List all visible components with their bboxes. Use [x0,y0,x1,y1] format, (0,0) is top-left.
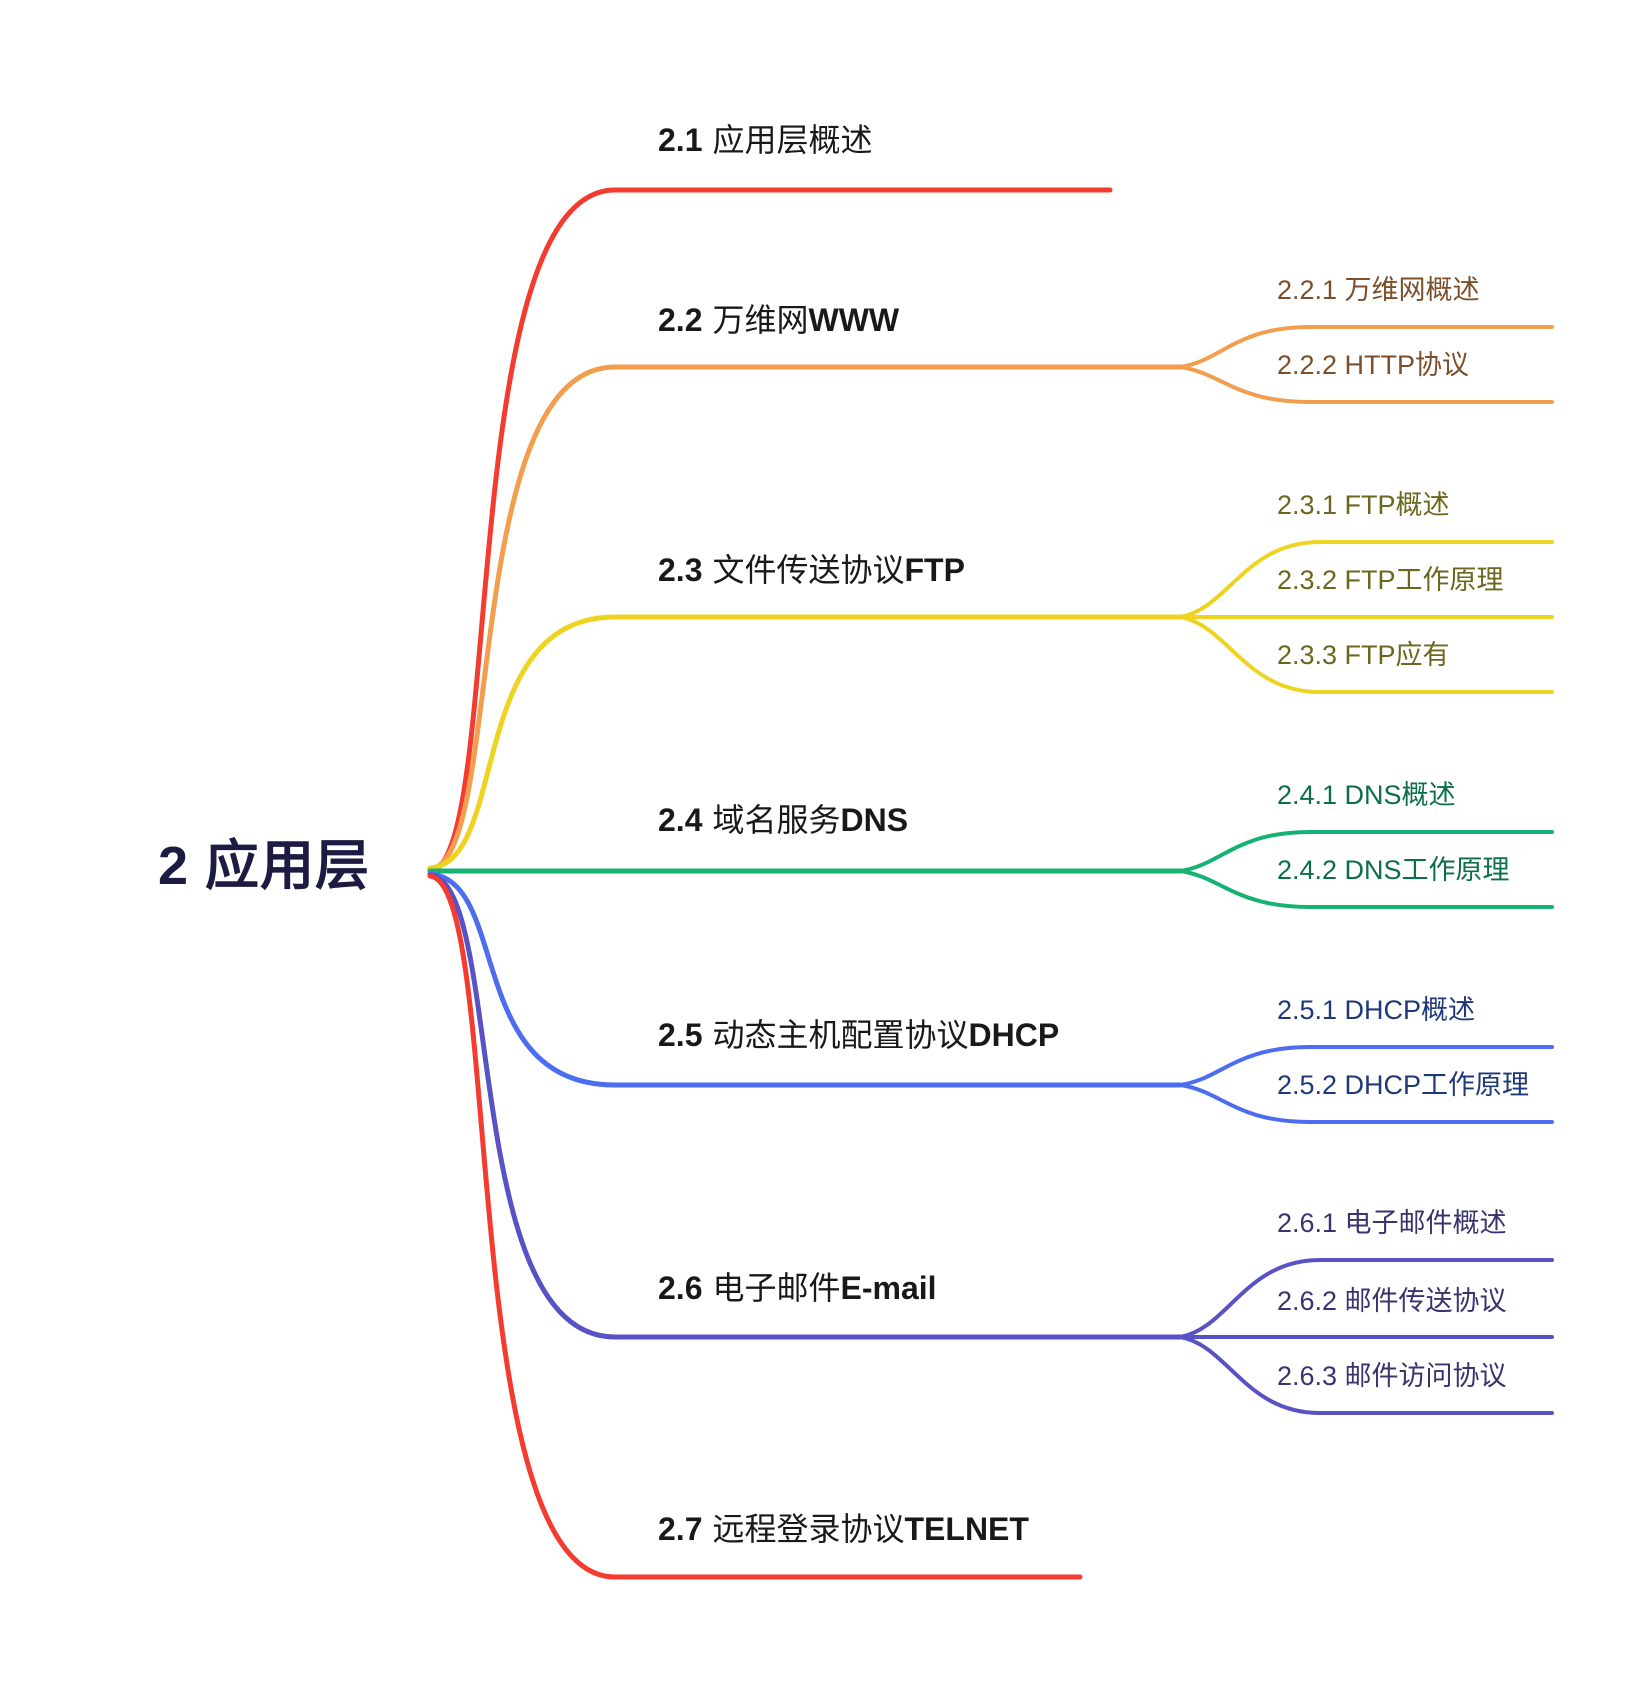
topic-2-2-title-en: WWW [808,302,900,338]
branch-line-2-3 [427,614,1183,871]
fork-line-2-5-1 [1178,1045,1554,1087]
fork-line-2-4-1 [1178,830,1554,873]
subtopic-2-5-1[interactable]: 2.5.1 DHCP概述 [1277,995,1476,1025]
topic-2-1-number: 2.1 [658,122,703,158]
fork-line-2-3-1 [1178,540,1554,619]
subtopic-2-3-1[interactable]: 2.3.1 FTP概述 [1277,490,1450,520]
topic-2-5-title-zh: 动态主机配置协议 [712,1017,969,1053]
fork-line-2-2-1 [1178,325,1554,369]
subtopic-2-6-1[interactable]: 2.6.1 电子邮件概述 [1277,1208,1507,1238]
topic-2-5-number: 2.5 [658,1017,703,1053]
topic-2-3-title-zh: 文件传送协议 [712,552,905,588]
subtopic-2-2-1[interactable]: 2.2.1 万维网概述 [1277,275,1480,305]
topic-2-1-title-zh: 应用层概述 [712,122,873,158]
topic-2-4-title-zh: 域名服务 [712,802,841,838]
fork-line-2-2-2 [1178,365,1554,404]
topic-2-3-number: 2.3 [658,552,703,588]
topic-2-4-number: 2.4 [658,802,703,838]
topic-2-2-title-zh: 万维网 [712,302,809,338]
topic-2-7-title-zh: 远程登录协议 [712,1511,905,1547]
fork-line-2-6-1 [1178,1258,1554,1339]
topic-2-7-title-en: TELNET [904,1511,1029,1547]
topic-2-4-title-en: DNS [840,802,909,838]
topic-2-6-title-zh: 电子邮件 [712,1270,841,1306]
subtopic-2-5-2[interactable]: 2.5.2 DHCP工作原理 [1277,1070,1530,1100]
subtopic-2-6-3[interactable]: 2.6.3 邮件访问协议 [1277,1361,1507,1391]
branch-line-2-2 [427,364,1183,872]
branch-line-2-6 [427,872,1183,1340]
fork-line-2-4-2 [1178,869,1554,909]
topic-2-6-number: 2.6 [658,1270,703,1306]
subtopic-2-6-2[interactable]: 2.6.2 邮件传送协议 [1277,1286,1507,1316]
root-topic[interactable]: 2 应用层 [158,836,371,896]
branch-line-2-1 [427,187,1113,874]
subtopic-2-4-1[interactable]: 2.4.1 DNS概述 [1277,780,1456,810]
topic-2-2-number: 2.2 [658,302,703,338]
topic-2-6-title-en: E-mail [840,1270,937,1306]
subtopic-2-3-3[interactable]: 2.3.3 FTP应有 [1277,640,1450,670]
branch-line-2-5 [427,871,1183,1088]
topic-2-5-title-en: DHCP [968,1017,1060,1053]
subtopic-2-4-2[interactable]: 2.4.2 DNS工作原理 [1277,855,1510,885]
fork-line-2-5-2 [1178,1083,1554,1124]
branch-line-2-7 [427,873,1083,1580]
fork-line-2-6-3 [1178,1335,1554,1415]
topic-2-7-number: 2.7 [658,1511,703,1547]
subtopic-2-2-2[interactable]: 2.2.2 HTTP协议 [1277,350,1470,380]
topic-2-3-title-en: FTP [904,552,965,588]
subtopic-2-3-2[interactable]: 2.3.2 FTP工作原理 [1277,565,1504,595]
fork-line-2-3-3 [1178,615,1554,694]
